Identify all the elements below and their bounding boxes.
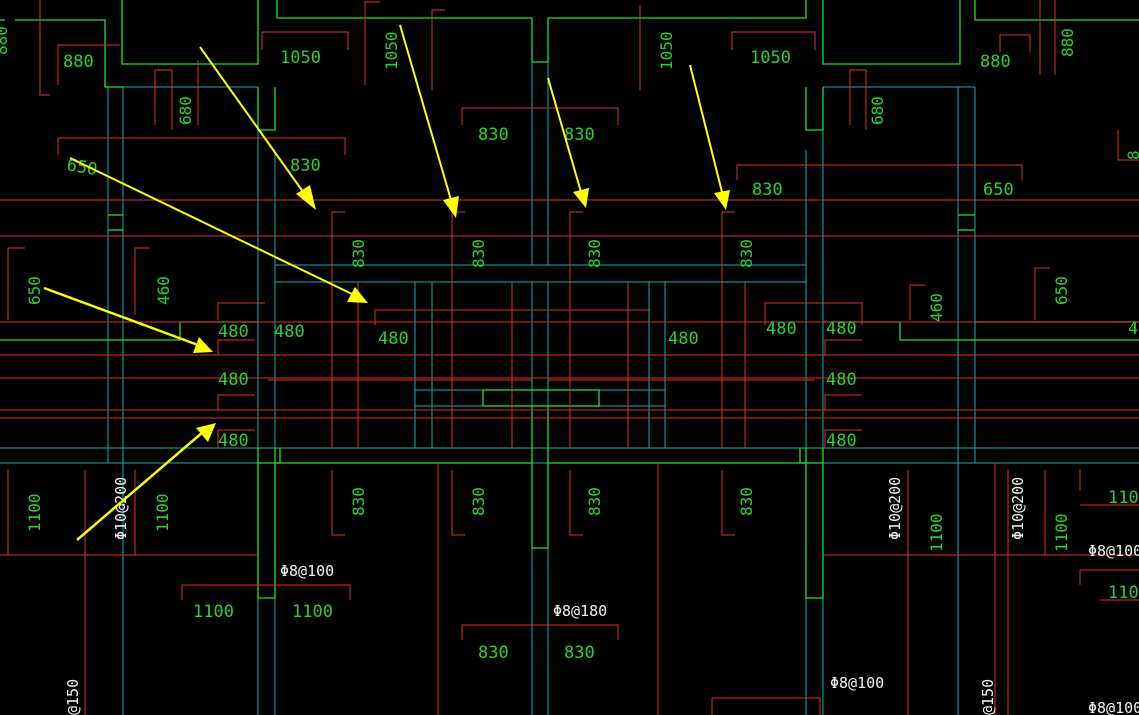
- dim-label: 830: [564, 643, 595, 663]
- dim-label: 880: [0, 26, 11, 55]
- dim-label: 480: [218, 431, 249, 451]
- dim-label: 480: [218, 370, 249, 390]
- dim-label: 830: [737, 239, 756, 268]
- dim-label: 650: [1052, 276, 1071, 305]
- dim-label: 480: [826, 431, 857, 451]
- yellow-arrow-icon: [199, 46, 316, 210]
- yellow-arrow-icon: [76, 423, 216, 541]
- dim-label: 8: [1124, 150, 1139, 160]
- annotation-arrows: [43, 24, 730, 541]
- dim-label: 480: [826, 370, 857, 390]
- dim-label: 830: [478, 643, 509, 663]
- dim-label: 650: [25, 276, 44, 305]
- dim-label: 480: [274, 322, 305, 342]
- yellow-arrow-icon: [43, 286, 213, 353]
- dim-label: 1100: [1108, 583, 1139, 603]
- dim-label: 480: [218, 322, 249, 342]
- dim-label: 830: [349, 239, 368, 268]
- dim-label: 1100: [1052, 513, 1071, 552]
- dim-label: 1050: [382, 31, 401, 70]
- rebar-label: @150: [979, 679, 997, 715]
- dim-label: 880: [980, 52, 1011, 72]
- dim-label: 460: [154, 276, 173, 305]
- dim-label: 480: [766, 319, 797, 339]
- dim-label: 830: [349, 487, 368, 516]
- dim-label: 1100: [927, 513, 946, 552]
- dim-label: 480: [378, 329, 409, 349]
- dimension-labels-horizontal: 880 1050 1050 880 830 830 830 830 650 48…: [63, 48, 1139, 663]
- yellow-arrow-icon: [399, 24, 459, 218]
- dim-label: 830: [478, 125, 509, 145]
- dimension-labels-vertical: 880 1050 1050 880 680 680 830 830 830 83…: [0, 26, 1139, 552]
- dim-label: 1100: [153, 493, 172, 532]
- rebar-label: @150: [64, 679, 82, 715]
- rebar-label: Φ8@100: [1088, 699, 1139, 715]
- dim-label: 830: [564, 125, 595, 145]
- dim-label: 1100: [1108, 488, 1139, 508]
- dim-label: 830: [469, 239, 488, 268]
- dim-label: 480: [668, 329, 699, 349]
- yellow-arrow-icon: [547, 77, 589, 208]
- rebar-label: Φ8@100: [280, 562, 334, 580]
- dim-label: 1100: [292, 602, 333, 622]
- rebar-label: Φ8@100: [830, 674, 884, 692]
- beam-grid-lines: [0, 60, 1139, 715]
- rebar-label: Φ8@180: [553, 602, 607, 620]
- dim-label: 680: [176, 96, 195, 125]
- dim-label: 480: [826, 319, 857, 339]
- yellow-arrow-icon: [689, 64, 730, 210]
- dim-label: 880: [63, 52, 94, 72]
- rebar-label: Φ8@100: [1088, 542, 1139, 560]
- dim-label: 1050: [280, 48, 321, 68]
- dim-label: 830: [469, 487, 488, 516]
- dim-label: 460: [927, 293, 946, 322]
- dim-label: 1100: [25, 493, 44, 532]
- dim-label: 1050: [750, 48, 791, 68]
- dim-label: 650: [983, 180, 1014, 200]
- rebar-label: Φ10@200: [112, 477, 130, 540]
- dim-label: 880: [1058, 28, 1077, 57]
- dim-label: 830: [585, 487, 604, 516]
- dim-label: 480: [1128, 319, 1139, 339]
- dim-label: 830: [737, 487, 756, 516]
- rebar-label: Φ10@200: [886, 477, 904, 540]
- dim-label: 830: [290, 156, 321, 176]
- rebar-label: Φ10@200: [1009, 477, 1027, 540]
- yellow-arrow-icon: [69, 157, 368, 303]
- rebar-spec-labels: Φ8@100 Φ8@180 Φ8@100 Φ8@100 Φ8@100 Φ10@2…: [64, 477, 1139, 715]
- dim-label: 830: [585, 239, 604, 268]
- dim-label: 1050: [657, 31, 676, 70]
- dim-label: 680: [868, 96, 887, 125]
- dim-label: 830: [752, 180, 783, 200]
- dim-label: 1100: [193, 602, 234, 622]
